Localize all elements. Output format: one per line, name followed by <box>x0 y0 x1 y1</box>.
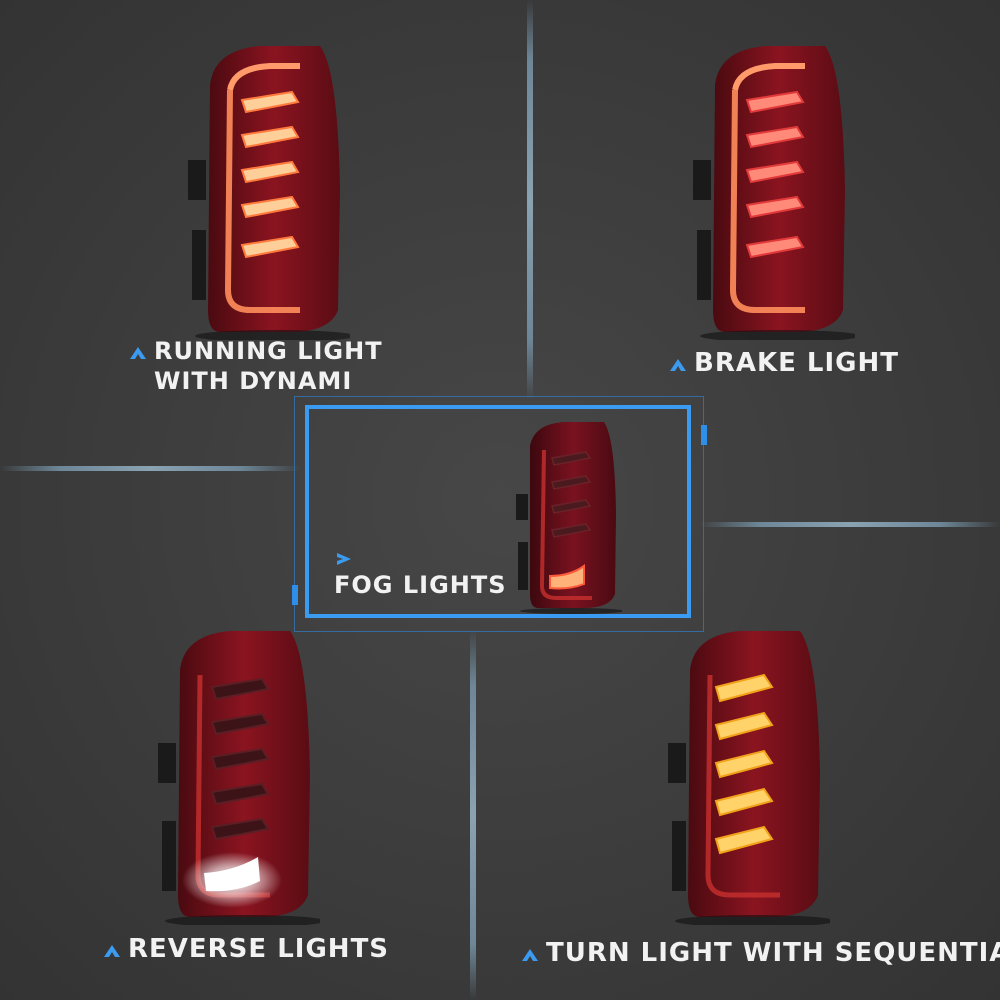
tail-lamp-turn-light <box>668 631 830 925</box>
label-brake-light: BRAKE LIGHT <box>668 348 899 378</box>
label-running-line2: WITH DYNAMI <box>154 367 353 395</box>
highlight-frame-outer <box>294 396 704 632</box>
label-turn-light: TURN LIGHT WITH SEQUENTIA <box>520 938 1000 968</box>
label-running-light: RUNNING LIGHT WITH DYNAMI <box>128 336 383 396</box>
label-running-line1: RUNNING LIGHT <box>154 337 383 365</box>
label-brake-text: BRAKE LIGHT <box>694 348 899 378</box>
divider-horizontal-right <box>700 522 1000 527</box>
tail-lamp-reverse-light <box>158 631 320 925</box>
divider-horizontal-left <box>0 466 300 471</box>
highlight-frame <box>305 405 691 618</box>
label-reverse-text: REVERSE LIGHTS <box>128 934 390 964</box>
label-fog-text: FOG LIGHTS <box>334 571 507 599</box>
tail-lamp-fog-light <box>516 422 622 614</box>
tail-lamp-brake-light <box>693 46 855 340</box>
label-reverse-lights: REVERSE LIGHTS <box>102 934 389 964</box>
frame-tick-right <box>701 425 707 445</box>
chevron-up-icon <box>520 938 546 968</box>
frame-tick-left <box>292 585 298 605</box>
label-fog-lights: FOG LIGHTS <box>334 545 507 599</box>
chevron-up-icon <box>668 348 694 378</box>
divider-vertical-top <box>527 0 533 400</box>
chevron-right-icon <box>334 545 507 571</box>
divider-vertical-bottom <box>470 630 476 1000</box>
tail-lamp-running-light <box>188 46 350 340</box>
chevron-up-icon <box>102 934 128 964</box>
chevron-up-icon <box>128 336 154 366</box>
label-turn-text: TURN LIGHT WITH SEQUENTIA <box>546 938 1000 968</box>
